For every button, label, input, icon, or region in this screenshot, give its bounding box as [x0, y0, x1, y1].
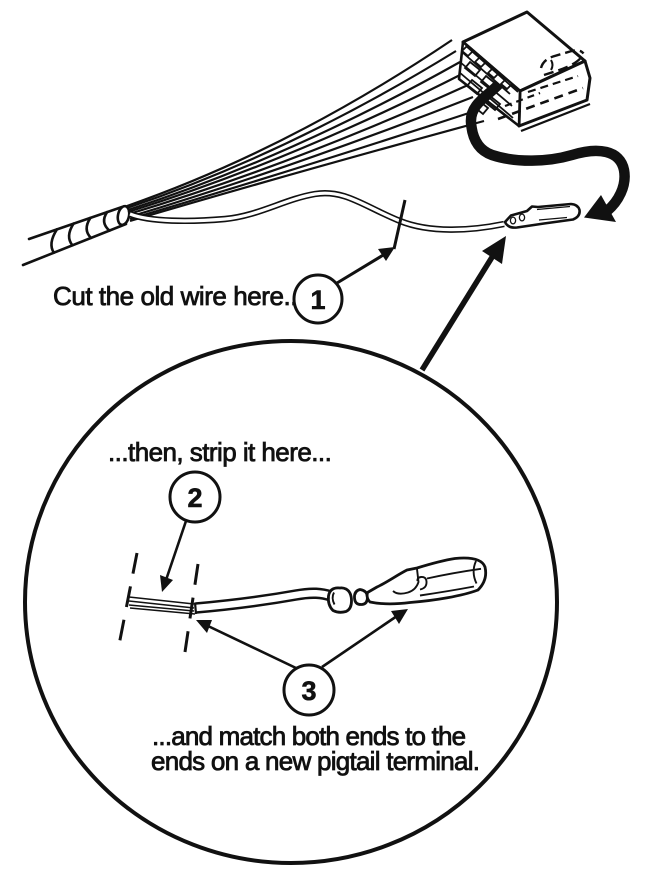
svg-text:...then, strip it here...: ...then, strip it here...: [108, 437, 331, 467]
svg-text:ends on a new pigtail terminal: ends on a new pigtail terminal.: [151, 746, 479, 776]
svg-text:1: 1: [310, 285, 325, 315]
svg-text:Cut the old wire here...: Cut the old wire here...: [53, 281, 304, 311]
svg-text:...and match both ends to the: ...and match both ends to the: [152, 721, 466, 751]
svg-text:3: 3: [301, 676, 316, 706]
svg-text:2: 2: [187, 483, 202, 513]
